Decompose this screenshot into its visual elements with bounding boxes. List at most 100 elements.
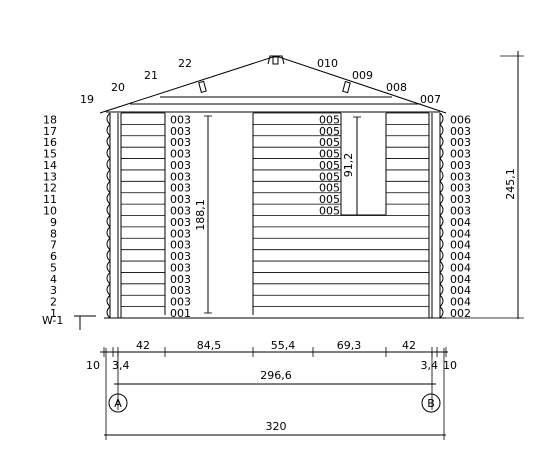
right-panel-code: 003 [450, 136, 471, 149]
log-end-right [439, 169, 444, 182]
log-end-left [106, 112, 111, 125]
log-end-left [106, 272, 111, 285]
log-row-number: 14 [43, 159, 57, 172]
log-end-left [106, 203, 111, 216]
log-end-right [439, 124, 444, 137]
log-row-number: 10 [43, 205, 57, 218]
window-panel-code: 005 [319, 113, 340, 126]
log-end-left [106, 169, 111, 182]
log-end-left [106, 124, 111, 137]
right-panel-code: 003 [450, 170, 471, 183]
log-end-right [439, 237, 444, 251]
log-end-right [439, 135, 444, 148]
log-end-right [439, 215, 444, 228]
window-panel-code: 005 [319, 193, 340, 206]
log-row-number: 3 [50, 284, 57, 297]
log-end-left [106, 215, 111, 228]
axis-bubble-b [421, 393, 441, 413]
window-panel-code: 005 [319, 182, 340, 195]
window-height-label: 91,2 [342, 153, 355, 178]
left-panel-code: 003 [170, 250, 191, 263]
axis-bubble-a [108, 393, 128, 413]
roof-log-number-right: 007 [420, 93, 441, 106]
right-panel-code: 004 [450, 273, 471, 286]
log-row-number: 18 [43, 113, 57, 126]
log-row-number: 8 [50, 227, 57, 240]
log-end-right [439, 249, 444, 262]
log-end-right [439, 283, 444, 296]
left-panel-code: 003 [170, 227, 191, 240]
segment-label: 42 [402, 339, 416, 352]
log-row-number: 11 [43, 193, 57, 206]
log-courses: 1817161514131211109876543210030030030030… [43, 57, 471, 320]
log-end-right [439, 146, 444, 159]
log-end-left [106, 135, 111, 148]
edge-right-inner-label: 3,4 [421, 359, 439, 372]
right-panel-code: 003 [450, 205, 471, 218]
left-panel-code: 003 [170, 216, 191, 229]
left-panel-code: 003 [170, 193, 191, 206]
log-end-left [106, 306, 111, 319]
right-panel-code: 002 [450, 307, 471, 320]
window-panel-code: 005 [319, 170, 340, 183]
left-panel-code: 003 [170, 136, 191, 149]
left-panel-code: 001 [170, 307, 191, 320]
overall-width-label: 320 [266, 420, 287, 433]
roof-log-number-right: 010 [317, 57, 338, 70]
right-panel-code: 004 [450, 284, 471, 297]
log-row-number: 17 [43, 125, 57, 138]
window-panel-code: 005 [319, 125, 340, 138]
window-panel-code: 005 [319, 136, 340, 149]
left-panel-code: 003 [170, 182, 191, 195]
segment-label: 55,4 [271, 339, 296, 352]
level-label: W-1 [42, 314, 63, 327]
left-panel-code: 003 [170, 296, 191, 309]
door-height-label: 188,1 [194, 199, 207, 231]
ridge-log [267, 55, 285, 65]
log-end-right [439, 294, 444, 307]
log-row-number: 6 [50, 250, 57, 263]
left-panel-code: 003 [170, 273, 191, 286]
roof-gable [99, 55, 447, 114]
right-panel-code: 004 [450, 239, 471, 252]
roof-log-number-right: 008 [386, 81, 407, 94]
segment-label: 69,3 [337, 339, 362, 352]
segment-label: 84,5 [197, 339, 222, 352]
log-end-right [439, 203, 444, 216]
roof-log-number-left: 20 [111, 81, 125, 94]
log-row-number: 16 [43, 136, 57, 149]
right-panel-code: 006 [450, 113, 471, 126]
left-panel-code: 003 [170, 261, 191, 274]
log-end-right [439, 306, 444, 319]
log-end-right [439, 272, 444, 285]
axis-label-a: A [114, 397, 122, 410]
right-panel-code: 003 [450, 148, 471, 161]
window-panel-code: 005 [319, 148, 340, 161]
log-end-right [439, 180, 444, 194]
log-end-right [439, 192, 444, 205]
right-panel-code: 004 [450, 296, 471, 309]
log-row-number: 2 [50, 296, 57, 309]
log-end-left [106, 192, 111, 205]
log-end-left [106, 260, 111, 273]
axis-markers: A B [108, 393, 441, 413]
inner-span-dimension: 296,6 [114, 369, 436, 385]
left-panel-code: 003 [170, 239, 191, 252]
left-panel-code: 003 [170, 125, 191, 138]
log-end-right [439, 112, 444, 125]
log-row-number: 15 [43, 148, 57, 161]
left-panel-code: 003 [170, 148, 191, 161]
log-end-right [439, 226, 444, 239]
right-panel-code: 004 [450, 261, 471, 274]
log-row-number: 5 [50, 261, 57, 274]
left-panel-code: 003 [170, 113, 191, 126]
right-panel-code: 004 [450, 250, 471, 263]
total-height-label: 245,1 [504, 168, 517, 200]
purlin-left [198, 80, 207, 93]
log-row-number: 9 [50, 216, 57, 229]
right-panel-code: 003 [450, 125, 471, 138]
right-panel-code: 003 [450, 193, 471, 206]
left-panel-code: 003 [170, 284, 191, 297]
door-opening: 188,1 [164, 113, 254, 315]
